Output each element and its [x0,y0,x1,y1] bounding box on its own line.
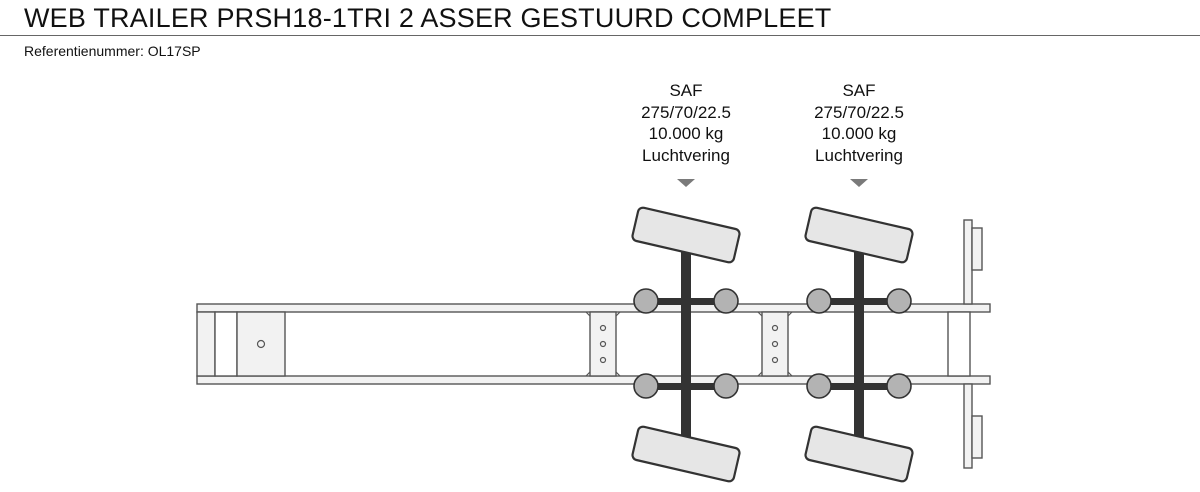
axle-1-hub [713,373,739,399]
axle-2-hub [886,373,912,399]
axle-2-upper-arm [819,298,899,305]
axle-2-hub [806,373,832,399]
axle-1-tire-size: 275/70/22.5 [641,102,731,122]
bolt-hole [771,356,779,364]
axle-1-lower-arm [646,383,726,390]
upper-landing-gear-foot [971,227,983,271]
bolt-hole [599,340,607,348]
axle-1-hub [633,373,659,399]
axle-1-marker-arrow [677,179,695,187]
axle-1 [631,206,741,483]
brace-line [757,311,763,317]
title-divider [0,35,1200,36]
axle-2-lower-arm [819,383,899,390]
axle-2-label: SAF 275/70/22.5 10.000 kg Luchtvering [779,80,939,166]
brace-line [615,311,621,317]
axle-1-upper-arm [646,298,726,305]
axle-1-load: 10.000 kg [648,124,724,143]
axle-1-suspension: Luchtvering [642,145,730,165]
axle-2-beam [854,236,864,446]
cross-member-1 [589,311,617,377]
brace-line [757,371,763,377]
axle-2-load: 10.000 kg [821,124,897,143]
brace-line [787,311,793,317]
brace-line [585,311,591,317]
brace-line [787,371,793,377]
rear-end-cap [196,311,216,377]
axle-2-lower-tire [804,425,914,483]
lower-landing-gear-plate [963,383,973,469]
axle-1-lower-tire [631,425,741,483]
axle-2-marker-arrow [850,179,868,187]
axle-2-brand: SAF [842,81,876,100]
axle-2 [804,206,914,483]
brace-line [615,371,621,377]
upper-landing-gear-plate [963,219,973,305]
lower-chassis-rail [196,375,991,385]
axle-1-label: SAF 275/70/22.5 10.000 kg Luchtvering [606,80,766,166]
axle-2-upper-tire [804,206,914,264]
kingpin-hole [256,339,266,349]
axle-2-suspension: Luchtvering [815,145,903,165]
axle-1-upper-tire [631,206,741,264]
bolt-hole [599,324,607,332]
axle-2-hub [886,288,912,314]
reference-number: Referentienummer: OL17SP [24,43,201,59]
front-frame-section [947,311,971,377]
page-title: WEB TRAILER PRSH18-1TRI 2 ASSER GESTUURD… [24,3,832,33]
axle-1-brand: SAF [669,81,703,100]
lower-landing-gear-foot [971,415,983,459]
bolt-hole [771,324,779,332]
brace-line [585,371,591,377]
axle-1-beam [681,236,691,446]
rear-frame-section [214,311,238,377]
rear-cross-plate [236,311,286,377]
axle-2-hub [806,288,832,314]
axle-1-hub [713,288,739,314]
axle-2-tire-size: 275/70/22.5 [814,102,904,122]
upper-chassis-rail [196,303,991,313]
bolt-hole [771,340,779,348]
bolt-hole [599,356,607,364]
axle-1-hub [633,288,659,314]
cross-member-2 [761,311,789,377]
